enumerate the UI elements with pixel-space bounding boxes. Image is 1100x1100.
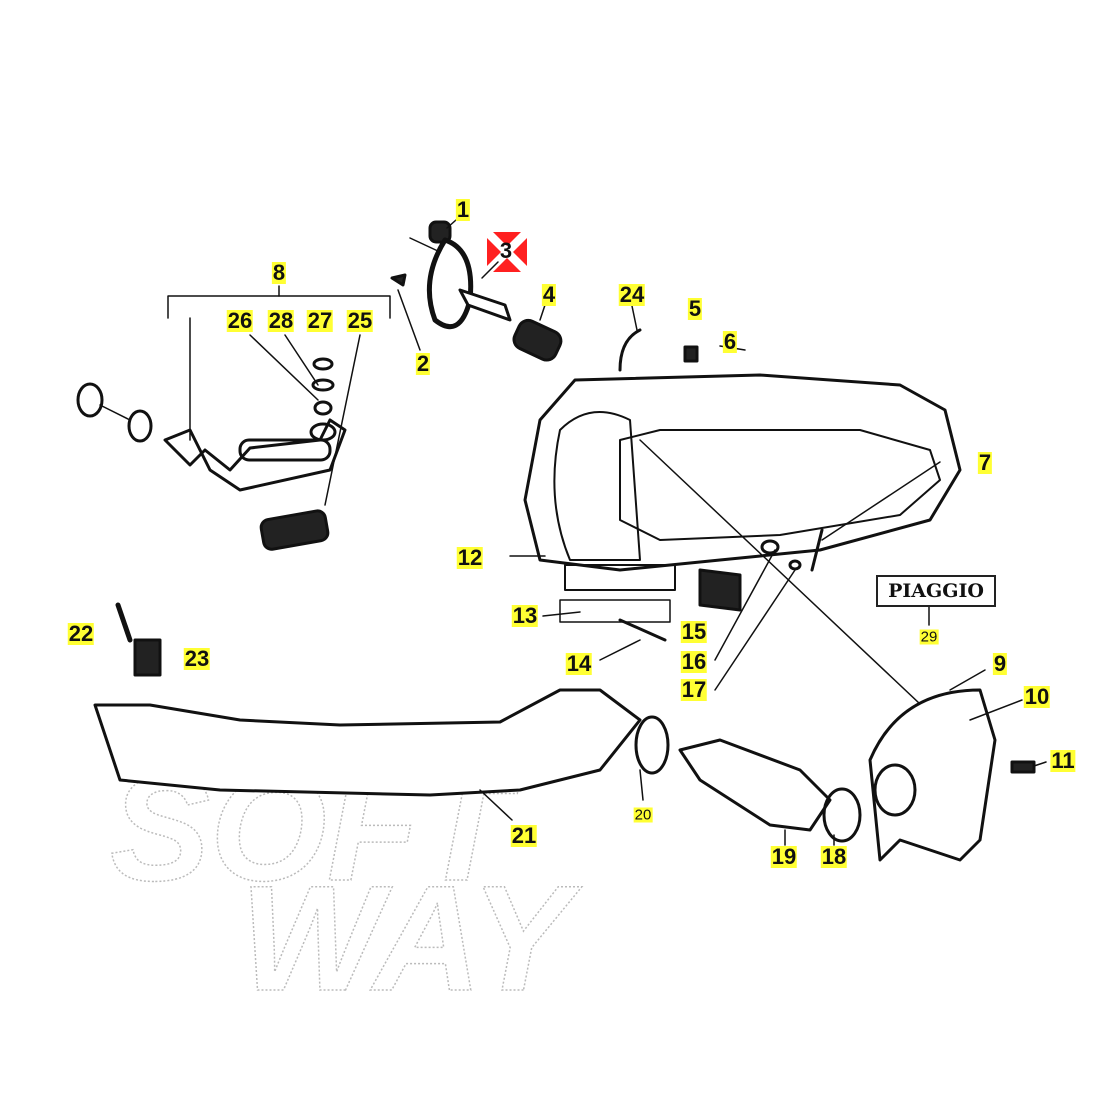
kick-lever-assembly: [76, 285, 391, 551]
callout-4[interactable]: 4: [541, 282, 557, 307]
callout-25[interactable]: 25: [346, 308, 374, 333]
filter-cover: [868, 669, 1047, 862]
piaggio-brand-plate: PIAGGIO: [876, 575, 996, 607]
callout-12[interactable]: 12: [456, 545, 484, 570]
callout-6[interactable]: 6: [722, 329, 738, 354]
callout-19[interactable]: 19: [770, 844, 798, 869]
callout-18[interactable]: 18: [820, 844, 848, 869]
callout-9[interactable]: 9: [992, 651, 1008, 676]
callout-28[interactable]: 28: [267, 308, 295, 333]
callout-7[interactable]: 7: [977, 450, 993, 475]
transmission-cover: [509, 305, 991, 771]
callout-21[interactable]: 21: [510, 823, 538, 848]
callout-11[interactable]: 11: [1050, 748, 1076, 773]
kick-sector: [390, 219, 563, 362]
callout-17[interactable]: 17: [680, 677, 708, 702]
callout-15[interactable]: 15: [680, 619, 708, 644]
callout-26[interactable]: 26: [226, 308, 254, 333]
callout-13[interactable]: 13: [511, 603, 539, 628]
selected-part-marker-icon: [487, 232, 527, 272]
callout-23[interactable]: 23: [183, 646, 211, 671]
callout-27[interactable]: 27: [306, 308, 334, 333]
callout-1[interactable]: 1: [455, 197, 471, 222]
callout-29[interactable]: 29: [919, 628, 939, 646]
callout-20[interactable]: 20: [633, 806, 653, 824]
callout-10[interactable]: 10: [1023, 684, 1051, 709]
callout-8[interactable]: 8: [271, 260, 287, 285]
callout-2[interactable]: 2: [415, 351, 431, 376]
callout-22[interactable]: 22: [67, 621, 95, 646]
callout-24[interactable]: 24: [618, 282, 646, 307]
callout-16[interactable]: 16: [680, 649, 708, 674]
callout-3[interactable]: 3: [499, 238, 513, 263]
callout-14[interactable]: 14: [565, 651, 593, 676]
rubber-grip: [259, 509, 330, 551]
svg-text:WAY: WAY: [240, 854, 582, 1022]
callout-5[interactable]: 5: [687, 296, 703, 321]
spring: [512, 318, 563, 362]
air-duct: [93, 602, 862, 846]
